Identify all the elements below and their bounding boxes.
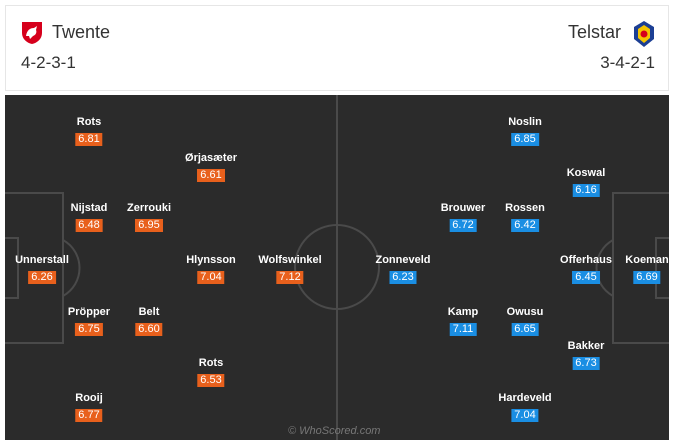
player-rating: 7.11 bbox=[449, 323, 477, 336]
player-rating: 6.60 bbox=[135, 323, 163, 336]
away-player-rossen[interactable]: Rossen 6.42 bbox=[505, 201, 545, 233]
player-name: Zerrouki bbox=[126, 202, 172, 214]
home-player-orjasaeter[interactable]: Ørjasæter 6.61 bbox=[185, 151, 237, 183]
pitch: Rots 6.81 Ørjasæter 6.61 Nijstad 6.48 Ze… bbox=[5, 95, 669, 440]
player-rating: 6.45 bbox=[572, 271, 600, 284]
away-player-kamp[interactable]: Kamp 7.11 bbox=[447, 305, 479, 337]
player-rating: 6.69 bbox=[633, 271, 661, 284]
player-name: Brouwer bbox=[440, 202, 486, 214]
player-name: Pröpper bbox=[67, 306, 111, 318]
player-name: Wolfswinkel bbox=[258, 254, 322, 266]
player-name: Unnerstall bbox=[15, 254, 69, 266]
player-name: Zonneveld bbox=[375, 254, 431, 266]
home-team-name[interactable]: Twente bbox=[52, 22, 111, 42]
away-player-koswal[interactable]: Koswal 6.16 bbox=[566, 166, 606, 198]
away-player-zonneveld[interactable]: Zonneveld 6.23 bbox=[375, 253, 431, 285]
player-name: Nijstad bbox=[70, 202, 108, 214]
player-rating: 6.72 bbox=[449, 219, 477, 232]
away-formation: 3-4-2-1 bbox=[600, 53, 655, 72]
player-rating: 7.04 bbox=[197, 271, 225, 284]
home-player-nijstad[interactable]: Nijstad 6.48 bbox=[70, 201, 108, 233]
player-name: Koswal bbox=[566, 167, 606, 179]
home-player-rots-2[interactable]: Rots 6.53 bbox=[197, 356, 225, 388]
away-player-bakker[interactable]: Bakker 6.73 bbox=[567, 339, 605, 371]
player-rating: 6.23 bbox=[389, 271, 417, 284]
player-name: Rots bbox=[198, 357, 224, 369]
home-player-belt[interactable]: Belt 6.60 bbox=[135, 305, 163, 337]
home-player-zerrouki[interactable]: Zerrouki 6.95 bbox=[127, 201, 171, 233]
away-player-offerhaus[interactable]: Offerhaus 6.45 bbox=[560, 253, 612, 285]
player-name: Bakker bbox=[567, 340, 605, 352]
home-player-rots[interactable]: Rots 6.81 bbox=[75, 115, 103, 147]
player-name: Noslin bbox=[508, 116, 542, 128]
player-rating: 7.12 bbox=[276, 271, 304, 284]
player-name: Koeman bbox=[625, 254, 669, 266]
player-name: Rooij bbox=[75, 392, 103, 404]
player-name: Ørjasæter bbox=[185, 152, 237, 164]
player-rating: 6.42 bbox=[511, 219, 539, 232]
player-name: Kamp bbox=[447, 306, 479, 318]
player-name: Hardeveld bbox=[498, 392, 552, 404]
home-player-unnerstall[interactable]: Unnerstall 6.26 bbox=[15, 253, 69, 285]
player-name: Rossen bbox=[505, 202, 545, 214]
player-rating: 6.16 bbox=[572, 184, 600, 197]
home-formation: 4-2-3-1 bbox=[21, 53, 76, 72]
away-player-noslin[interactable]: Noslin 6.85 bbox=[508, 115, 542, 147]
away-player-hardeveld[interactable]: Hardeveld 7.04 bbox=[498, 391, 552, 423]
player-rating: 6.75 bbox=[75, 323, 103, 336]
home-player-hlynsson[interactable]: Hlynsson 7.04 bbox=[186, 253, 236, 285]
player-rating: 6.77 bbox=[75, 409, 103, 422]
player-name: Offerhaus bbox=[560, 254, 612, 266]
away-player-koeman[interactable]: Koeman 6.69 bbox=[625, 253, 669, 285]
away-player-brouwer[interactable]: Brouwer 6.72 bbox=[440, 201, 486, 233]
twente-crest-icon bbox=[21, 21, 43, 50]
telstar-crest-icon bbox=[633, 20, 655, 53]
home-player-rooij[interactable]: Rooij 6.77 bbox=[75, 391, 103, 423]
whoscored-watermark: © WhoScored.com bbox=[288, 425, 381, 437]
player-rating: 6.81 bbox=[75, 133, 103, 146]
player-rating: 6.48 bbox=[75, 219, 103, 232]
player-name: Belt bbox=[138, 306, 160, 318]
away-team-name[interactable]: Telstar bbox=[567, 22, 621, 42]
player-name: Hlynsson bbox=[186, 254, 236, 266]
home-player-propper[interactable]: Pröpper 6.75 bbox=[68, 305, 110, 337]
pitch-lines bbox=[5, 95, 669, 440]
player-rating: 6.65 bbox=[511, 323, 539, 336]
home-player-wolfswinkel[interactable]: Wolfswinkel 7.12 bbox=[258, 253, 322, 285]
player-rating: 6.53 bbox=[197, 374, 225, 387]
player-rating: 6.73 bbox=[572, 357, 600, 370]
player-rating: 6.85 bbox=[511, 133, 539, 146]
player-name: Rots bbox=[76, 116, 102, 128]
match-header: Twente 4-2-3-1 Telstar 3-4-2-1 bbox=[5, 5, 669, 91]
player-rating: 6.26 bbox=[28, 271, 56, 284]
away-player-owusu[interactable]: Owusu 6.65 bbox=[506, 305, 544, 337]
player-rating: 7.04 bbox=[511, 409, 539, 422]
player-rating: 6.61 bbox=[197, 169, 225, 182]
player-name: Owusu bbox=[506, 306, 544, 318]
player-rating: 6.95 bbox=[135, 219, 163, 232]
